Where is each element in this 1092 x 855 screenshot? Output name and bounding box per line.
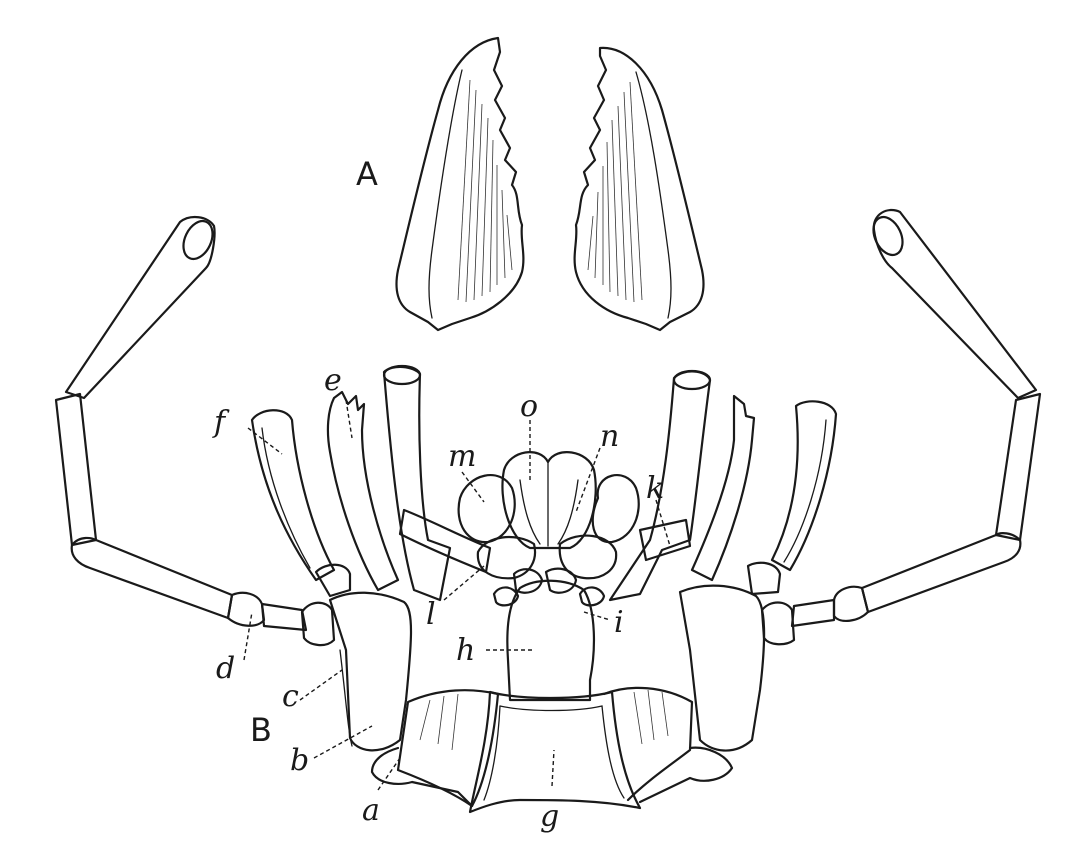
appendage-f-left <box>250 409 336 582</box>
leader-n <box>575 447 601 513</box>
leader-i <box>583 611 611 621</box>
leader-m <box>461 471 485 503</box>
mouthparts-central <box>457 451 640 580</box>
leader-d <box>243 611 253 661</box>
leader-l <box>443 565 485 601</box>
appendage-e-left <box>326 390 400 592</box>
mandible-left <box>395 36 525 332</box>
label-l: l <box>426 597 436 632</box>
panel-label-b: B <box>250 711 272 749</box>
plate-g <box>468 690 642 814</box>
basal-plates <box>370 686 734 808</box>
label-f: f <box>212 405 230 440</box>
label-h: h <box>456 633 475 668</box>
label-g: g <box>540 799 559 834</box>
leader-g <box>551 749 555 787</box>
leader-f <box>247 427 283 455</box>
label-o: o <box>520 389 538 424</box>
label-c: c <box>282 679 299 714</box>
leader-a <box>377 757 401 791</box>
mandible-right <box>573 46 705 332</box>
leader-k <box>655 499 671 547</box>
label-b: b <box>290 743 309 778</box>
appendage-stalk-left <box>382 364 452 602</box>
label-k: k <box>646 471 664 506</box>
label-a: a <box>362 793 380 828</box>
panel-label-a: A <box>356 155 378 193</box>
appendage-e-right <box>690 394 756 582</box>
label-n: n <box>600 419 619 454</box>
appendage-stalk-right <box>608 369 712 602</box>
appendage-d-right <box>790 208 1042 628</box>
leader-c <box>299 669 343 701</box>
label-d: d <box>216 651 235 686</box>
label-e: e <box>324 363 342 398</box>
appendage-d-left <box>54 216 308 632</box>
plate-h <box>506 579 596 702</box>
appendage-b-right <box>678 561 796 752</box>
appendage-f-right <box>770 400 838 572</box>
leader-b <box>313 725 373 759</box>
label-i: i <box>614 605 624 640</box>
leader-lines <box>243 399 671 791</box>
appendage-b-left <box>300 563 413 752</box>
label-m: m <box>448 439 476 474</box>
leader-e <box>345 399 353 439</box>
lobes-i <box>492 567 606 607</box>
